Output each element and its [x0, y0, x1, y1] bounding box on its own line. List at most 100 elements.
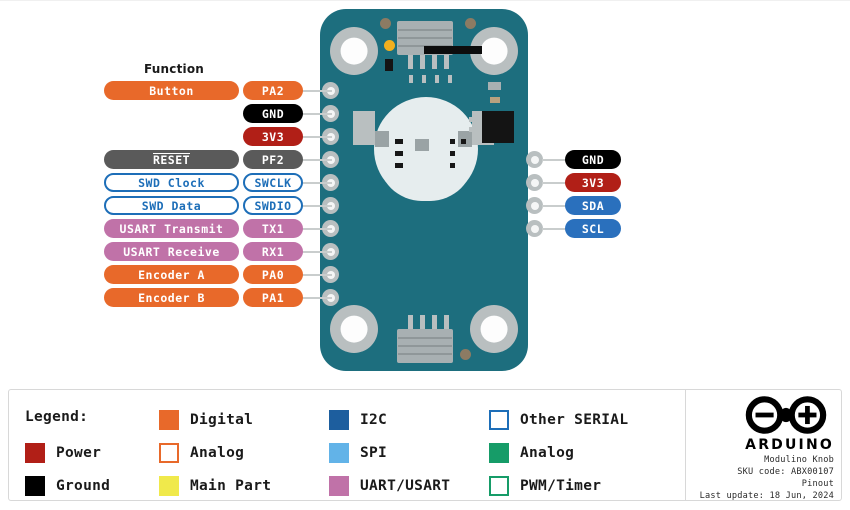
- connector-top-pin-1: [408, 55, 413, 69]
- pin-lead-right-1: [542, 159, 566, 161]
- pin-row-left-2: GND: [104, 104, 304, 123]
- connector-top-trace-2: [422, 75, 426, 83]
- legend-divider: [685, 390, 686, 500]
- pin-code-label-6[interactable]: SWDIO: [243, 196, 303, 215]
- knob-skirt: [378, 105, 474, 201]
- brand-info-block: ARDUINO Modulino Knob SKU code: ABX00107…: [690, 393, 840, 501]
- legend-swatch: [489, 476, 509, 496]
- pin-function-label-10[interactable]: Encoder B: [104, 288, 239, 307]
- knob-foot-left: [375, 131, 389, 147]
- function-column-header: Function: [144, 62, 205, 76]
- connector-bottom-line-2: [398, 345, 452, 347]
- smd-pad-l1: [395, 139, 403, 144]
- legend-label: Ground: [56, 478, 111, 494]
- legend-swatch: [329, 476, 349, 496]
- legend-item: UART/USART: [329, 475, 450, 497]
- pin-function-label-1[interactable]: Button: [104, 81, 239, 100]
- pin-lead-right-3: [542, 205, 566, 207]
- pin-hole-right-4: [526, 220, 543, 237]
- legend-label: Power: [56, 445, 102, 461]
- pin-code-label-right-2[interactable]: 3V3: [565, 173, 621, 192]
- pin-hole-right-1: [526, 151, 543, 168]
- pin-hole-right-3: [526, 197, 543, 214]
- connector-bottom-pin-2: [420, 315, 425, 329]
- connector-top-pin-2: [420, 55, 425, 69]
- smd-pad-r4: [461, 139, 466, 144]
- pin-lead-left-1: [300, 90, 332, 92]
- pin-lead-left-4: [300, 159, 332, 161]
- pin-code-label-9[interactable]: PA0: [243, 265, 303, 284]
- pin-code-label-3[interactable]: 3V3: [243, 127, 303, 146]
- legend-swatch: [25, 443, 45, 463]
- pin-lead-right-4: [542, 228, 566, 230]
- legend-label: I2C: [360, 412, 388, 428]
- legend-item: Analog: [489, 442, 574, 464]
- chip-pad-1: [469, 117, 476, 122]
- pin-code-label-right-1[interactable]: GND: [565, 150, 621, 169]
- pin-code-label-7[interactable]: TX1: [243, 219, 303, 238]
- pin-function-label-7[interactable]: USART Transmit: [104, 219, 239, 238]
- legend-swatch: [159, 410, 179, 430]
- legend-item: Ground: [25, 475, 110, 497]
- pin-lead-left-10: [300, 297, 332, 299]
- legend-label: Main Part: [190, 478, 272, 494]
- pin-lead-left-9: [300, 274, 332, 276]
- knob-tab-left: [353, 111, 375, 145]
- legend-label: PWM/Timer: [520, 478, 602, 494]
- pin-function-label-5[interactable]: SWD Clock: [104, 173, 239, 192]
- pin-code-label-4[interactable]: PF2: [243, 150, 303, 169]
- legend-swatch: [159, 476, 179, 496]
- brand-sku: SKU code: ABX00107: [737, 467, 834, 477]
- arduino-logo-icon: [745, 396, 827, 434]
- smd-pad-r2: [450, 151, 455, 156]
- legend-item: SPI: [329, 442, 387, 464]
- pin-function-label-8[interactable]: USART Receive: [104, 242, 239, 261]
- connector-top-line-2: [398, 37, 452, 39]
- qfn-chip: [482, 111, 514, 143]
- connector-bottom-pin-1: [408, 315, 413, 329]
- legend-item: Power: [25, 442, 101, 464]
- pin-function-label-9[interactable]: Encoder A: [104, 265, 239, 284]
- legend-label: UART/USART: [360, 478, 451, 494]
- brand-doc-type: Pinout: [801, 479, 834, 489]
- pin-row-left-3: 3V3: [104, 127, 304, 146]
- led-yellow: [384, 40, 395, 51]
- pin-code-label-5[interactable]: SWCLK: [243, 173, 303, 192]
- smd-pad-l3: [395, 163, 403, 168]
- knob-indicator: [424, 46, 482, 54]
- pin-code-label-right-4[interactable]: SCL: [565, 219, 621, 238]
- pin-code-label-10[interactable]: PA1: [243, 288, 303, 307]
- legend-swatch: [159, 443, 179, 463]
- pin-hole-right-2: [526, 174, 543, 191]
- pin-code-label-8[interactable]: RX1: [243, 242, 303, 261]
- pcb-board: [320, 9, 528, 371]
- smd-pad-r1: [450, 139, 455, 144]
- legend-label: Analog: [520, 445, 575, 461]
- via-bottom-right: [460, 349, 471, 360]
- pin-lead-left-8: [300, 251, 332, 253]
- mount-hole-bottom-left: [330, 305, 378, 353]
- component-black-small: [385, 59, 393, 71]
- legend-item: Analog: [159, 442, 244, 464]
- legend-label: Other SERIAL: [520, 412, 629, 428]
- via-top-right: [465, 18, 476, 29]
- pin-function-label-4[interactable]: RESET: [104, 150, 239, 169]
- arduino-wordmark: ARDUINO: [745, 437, 834, 453]
- pin-code-label-2[interactable]: GND: [243, 104, 303, 123]
- pin-function-label-6[interactable]: SWD Data: [104, 196, 239, 215]
- pin-lead-left-7: [300, 228, 332, 230]
- pin-lead-left-5: [300, 182, 332, 184]
- pin-code-label-right-3[interactable]: SDA: [565, 196, 621, 215]
- connector-top-line-1: [398, 29, 452, 31]
- connector-top-trace-3: [435, 75, 439, 83]
- connector-top-trace-1: [409, 75, 413, 83]
- connector-bottom-pin-4: [444, 315, 449, 329]
- pin-lead-left-2: [300, 113, 332, 115]
- brand-last-update: Last update: 18 Jun, 2024: [699, 491, 834, 501]
- pin-code-label-1[interactable]: PA2: [243, 81, 303, 100]
